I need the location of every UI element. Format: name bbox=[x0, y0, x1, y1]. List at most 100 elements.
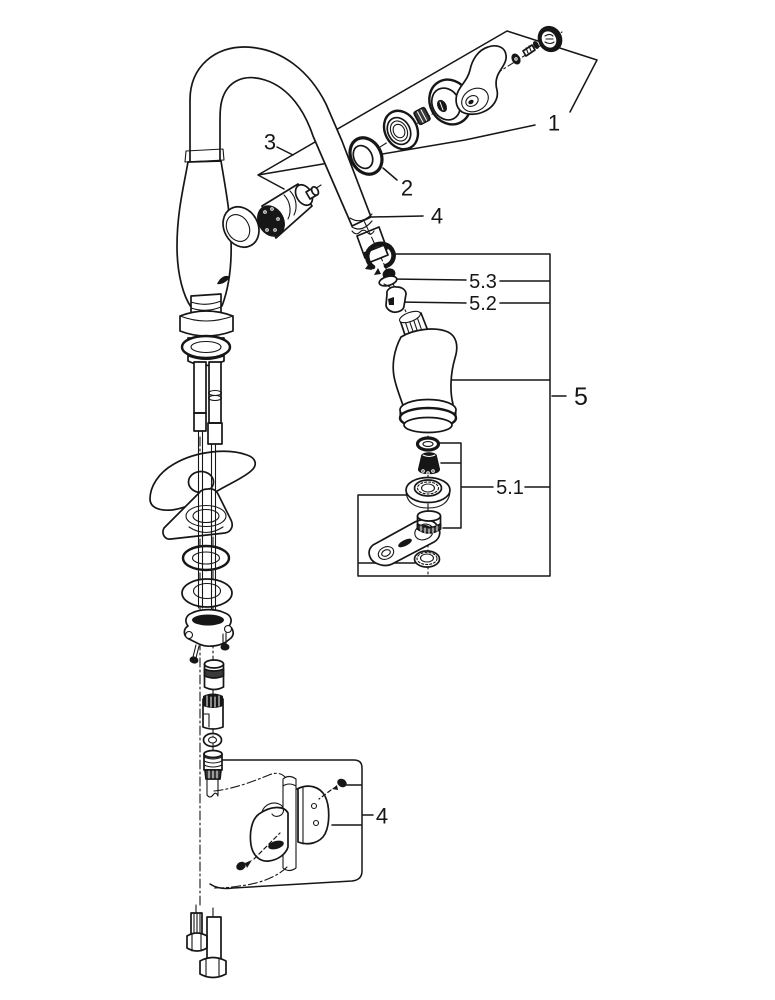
spray-collar-nut bbox=[416, 510, 442, 535]
insert-dot bbox=[426, 471, 430, 475]
tube-left bbox=[193, 361, 207, 414]
handle-base-bore bbox=[465, 95, 479, 107]
sleeve-top bbox=[203, 659, 225, 669]
valve-flange bbox=[378, 275, 398, 287]
body-vase-outline bbox=[176, 160, 233, 308]
oring-outer bbox=[180, 334, 232, 360]
holder-shell bbox=[249, 802, 289, 862]
clamp-ear-left bbox=[184, 630, 194, 640]
stud-nut bbox=[186, 932, 208, 952]
collar-thread bbox=[392, 123, 406, 139]
spout-collar-band bbox=[184, 148, 225, 163]
nut-facets bbox=[416, 109, 428, 123]
collar-thread bbox=[389, 120, 409, 142]
oring-inner bbox=[422, 441, 434, 447]
callout-label-2: 2 bbox=[401, 176, 413, 201]
screw-tip bbox=[332, 785, 338, 790]
retaining-clip bbox=[364, 241, 396, 275]
spout-outline bbox=[189, 46, 372, 227]
insert-cone bbox=[417, 452, 441, 475]
ribcyl-ribs bbox=[206, 695, 220, 708]
base-neck bbox=[190, 293, 222, 316]
washer-body bbox=[511, 53, 521, 65]
spacer-sleeve bbox=[203, 659, 225, 691]
clamp-ear-right bbox=[223, 624, 233, 634]
callout-label-5-3: 5.3 bbox=[469, 271, 497, 293]
tube-right bbox=[208, 361, 222, 424]
cartridge-bands bbox=[283, 190, 297, 220]
seat-hole bbox=[420, 483, 436, 493]
holder-bracket bbox=[296, 785, 330, 845]
lever-handle bbox=[455, 45, 508, 116]
insert-dot bbox=[431, 469, 435, 473]
base-oring bbox=[180, 334, 232, 360]
head-bell-bottom bbox=[403, 416, 453, 434]
cartridge-port bbox=[222, 205, 260, 249]
callout-label-5: 5 bbox=[574, 383, 588, 411]
oring-inner bbox=[190, 340, 222, 354]
handle-base-dot bbox=[468, 99, 474, 105]
bracket-outline bbox=[296, 785, 330, 845]
cartridge bbox=[257, 183, 320, 239]
handle-base-face bbox=[461, 87, 489, 113]
sleeve-band bbox=[203, 668, 225, 679]
valve-insert-5-2 bbox=[385, 286, 407, 314]
ribcyl-dark-band bbox=[203, 693, 223, 708]
seat-flange bbox=[405, 489, 451, 509]
flange-body bbox=[179, 310, 234, 337]
shell-slot bbox=[268, 840, 284, 850]
cap-logo-squiggle bbox=[544, 33, 555, 45]
screw-right-shaft bbox=[222, 632, 227, 646]
grohe-logo-mark bbox=[217, 275, 230, 285]
holder-screw-top bbox=[318, 778, 347, 800]
body-oring bbox=[181, 544, 231, 572]
mounting-rods bbox=[197, 430, 217, 612]
hose-knurl bbox=[356, 226, 388, 259]
spray-oring bbox=[415, 436, 441, 452]
clamp-screws bbox=[189, 632, 230, 664]
rubber-insert bbox=[417, 452, 441, 475]
handle-nut bbox=[413, 106, 431, 126]
stud-nut bbox=[199, 956, 227, 979]
callout-label-5-1: 5.1 bbox=[496, 477, 524, 499]
handle-washer bbox=[511, 53, 521, 65]
screw-guide-line bbox=[318, 789, 332, 800]
seat-knurl-ticks bbox=[416, 481, 440, 495]
gasket-inner bbox=[207, 736, 218, 744]
tube-right-knurl bbox=[207, 422, 223, 445]
oring-outer bbox=[181, 544, 231, 572]
washer-outer bbox=[181, 578, 233, 608]
callout-label-1: 1 bbox=[548, 111, 560, 136]
shell-hook bbox=[261, 802, 284, 817]
bracket-hole-top bbox=[310, 802, 318, 810]
spout-and-body bbox=[176, 46, 372, 308]
screw-threads bbox=[525, 45, 532, 54]
flat-washer bbox=[181, 578, 233, 608]
screw-right-head bbox=[220, 643, 230, 651]
bracket-hole-bottom bbox=[312, 819, 320, 827]
tube-right-band bbox=[207, 394, 223, 402]
port-inner-rim bbox=[225, 214, 251, 242]
washer-inner bbox=[192, 582, 222, 600]
hose-nipple bbox=[203, 749, 223, 798]
insert-top-line bbox=[422, 454, 436, 457]
flange-top-arc bbox=[179, 315, 234, 322]
serration-dot bbox=[273, 228, 277, 232]
holder-screw-bottom bbox=[236, 832, 281, 871]
oring-outer bbox=[415, 436, 441, 452]
head-body bbox=[392, 328, 458, 413]
oring-inner bbox=[191, 551, 221, 565]
seat-ring bbox=[405, 476, 451, 509]
serration-dot bbox=[270, 207, 274, 211]
clamp-opening-ticks bbox=[195, 615, 221, 625]
screw-tip bbox=[245, 860, 252, 868]
cartridge-stem-tip bbox=[310, 185, 320, 197]
gasket-outer bbox=[202, 732, 223, 748]
serration-dot bbox=[265, 228, 269, 232]
collar-inner bbox=[386, 116, 412, 146]
screw-head bbox=[532, 41, 540, 49]
nut-knurl-lines bbox=[420, 525, 438, 535]
arm-hole-inner bbox=[381, 549, 391, 557]
